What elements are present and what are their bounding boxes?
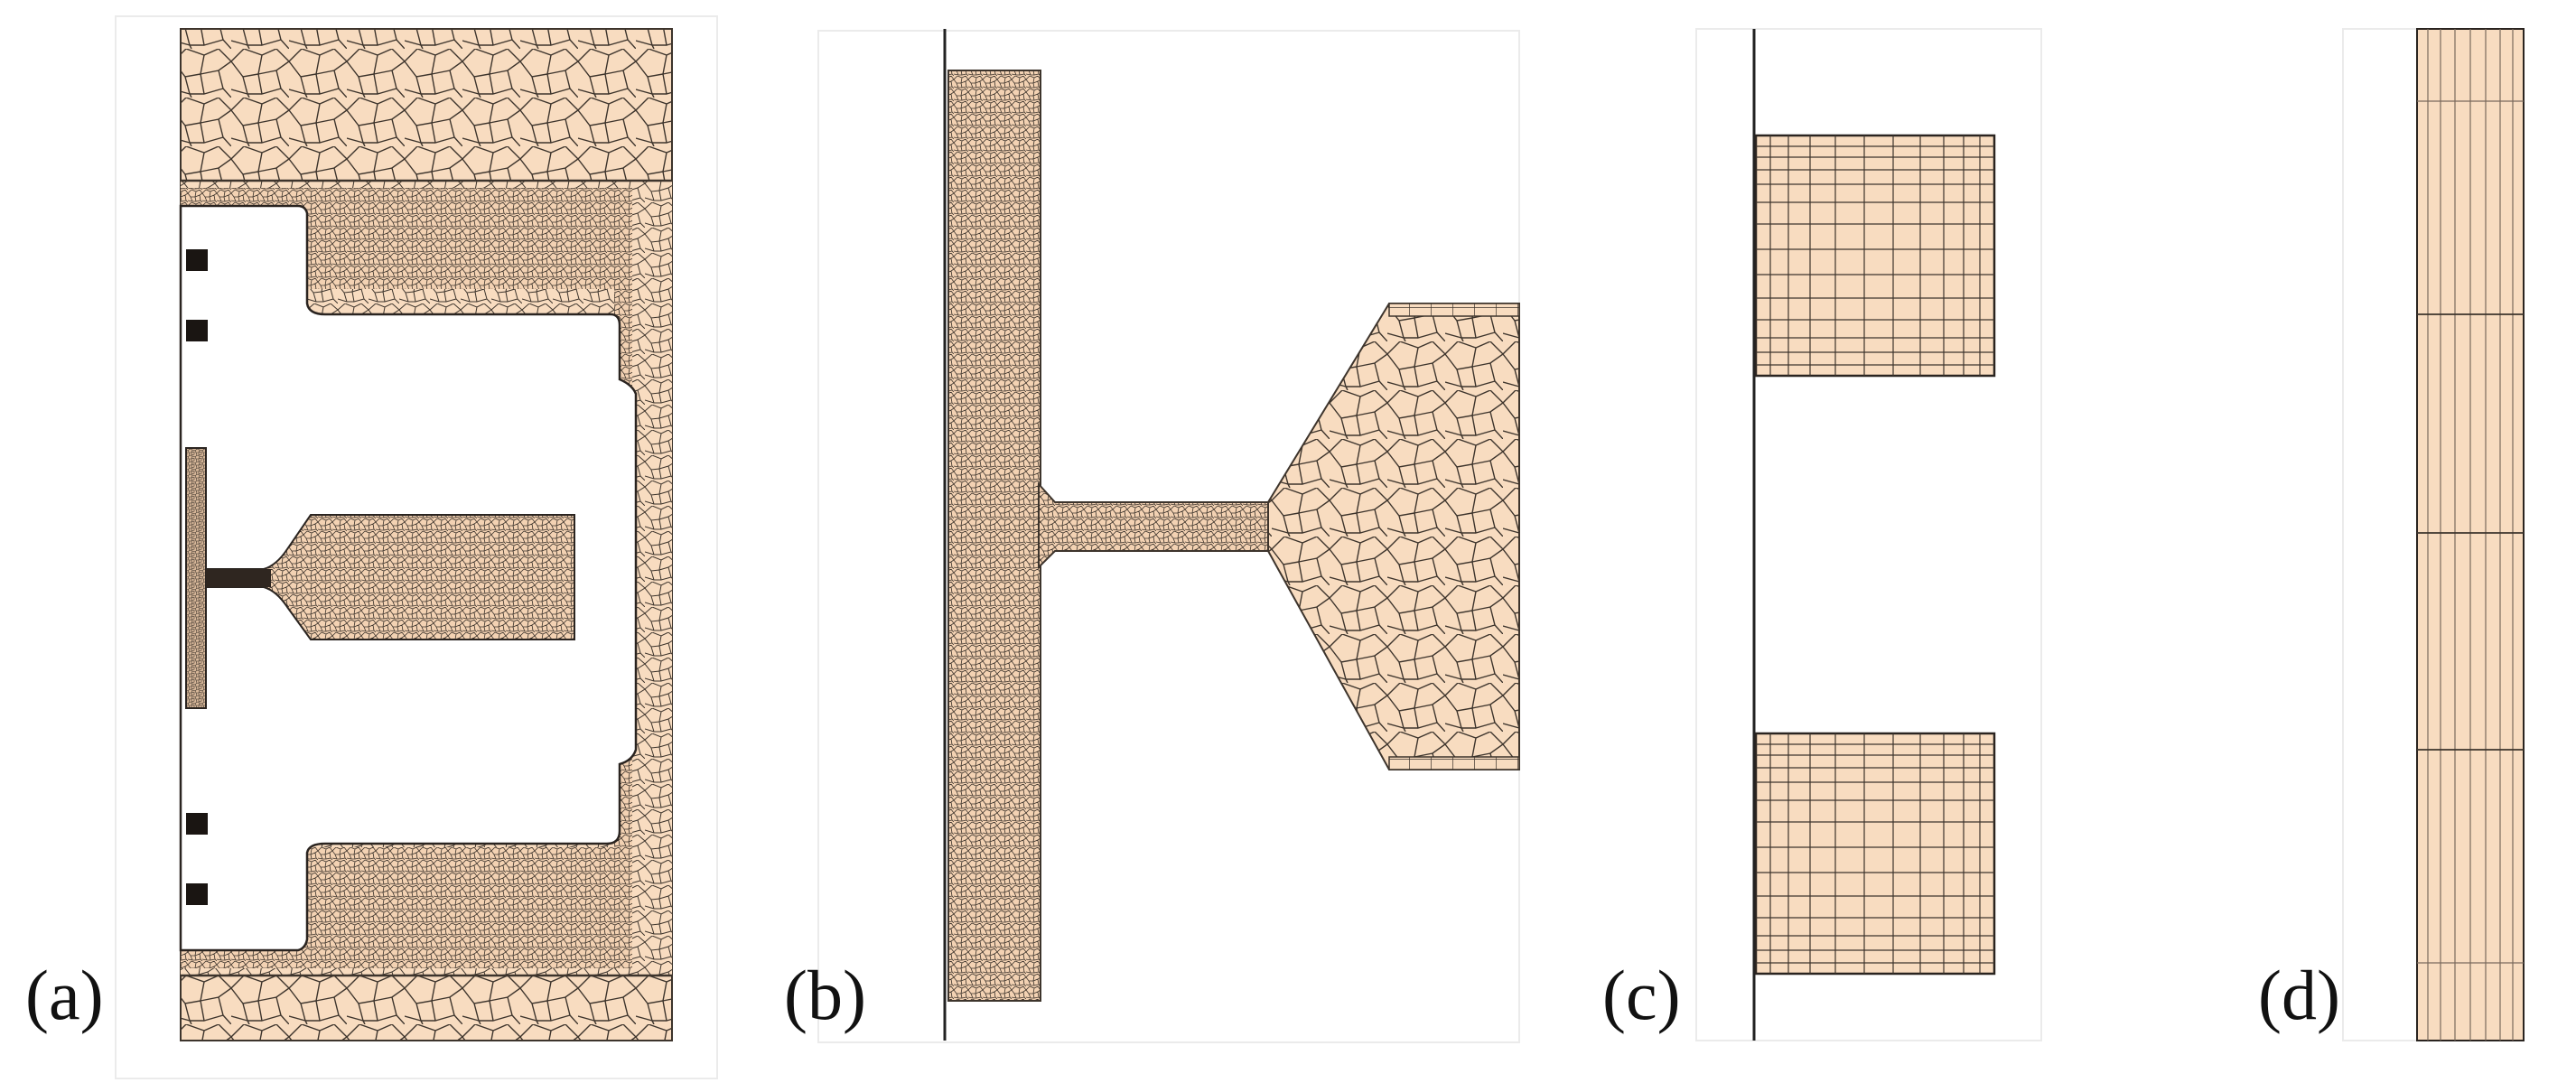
panel-a-refined-layer xyxy=(181,188,632,968)
panel-a-electrode-stem xyxy=(185,447,207,709)
panel-b-strip xyxy=(947,70,1041,1002)
panel-a-label: (a) xyxy=(25,956,104,1034)
panel-a-frame xyxy=(115,15,718,1079)
panel-a-electrode-neck xyxy=(205,514,575,640)
panel-b-channel xyxy=(1038,481,1269,570)
panel-a-marker-3 xyxy=(186,813,208,835)
panel-c-label: (c) xyxy=(1602,956,1681,1034)
panel-b: (b) xyxy=(784,29,1520,1043)
panel-a-marker-2 xyxy=(186,320,208,341)
panel-b-layer-top xyxy=(1388,303,1520,317)
panel-a-marker-4 xyxy=(186,883,208,905)
panel-a-electrode-gap xyxy=(206,569,271,587)
panel-d-label: (d) xyxy=(2258,956,2340,1034)
panel-c-bottom-block xyxy=(1754,732,1996,976)
panel-b-block xyxy=(1267,303,1520,770)
panel-b-layer-bottom xyxy=(1388,756,1520,770)
panel-a-marker-1 xyxy=(186,249,208,271)
panel-d-strip xyxy=(2416,28,2525,1041)
panel-b-label: (b) xyxy=(784,956,866,1034)
panel-d: (d) xyxy=(2258,28,2525,1041)
panel-c: (c) xyxy=(1602,28,2042,1041)
panel-c-top-block xyxy=(1754,134,1996,378)
panel-a: (a) xyxy=(25,15,718,1079)
panel-a-electrode xyxy=(185,447,575,709)
panel-c-frame xyxy=(1695,28,2042,1041)
